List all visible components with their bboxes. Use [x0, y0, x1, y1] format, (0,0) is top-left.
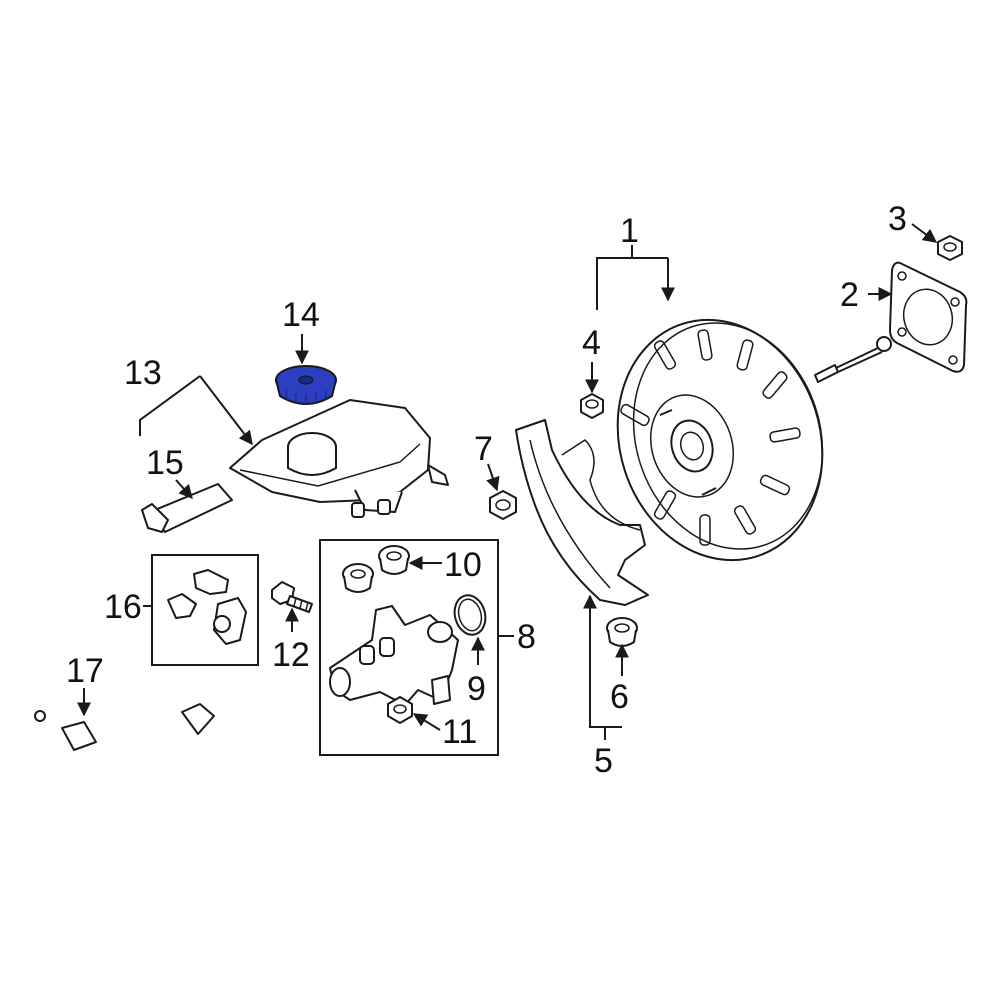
heat-shield[interactable] — [515, 419, 649, 606]
callout-12: 12 — [272, 636, 310, 674]
callout-16: 16 — [104, 588, 142, 626]
o-ring-9[interactable] — [450, 592, 489, 638]
callout-9: 9 — [467, 670, 486, 708]
callout-4: 4 — [582, 324, 601, 362]
callout-1: 1 — [620, 212, 639, 250]
reservoir-seal-10a[interactable] — [342, 563, 374, 593]
nut-3[interactable] — [937, 235, 963, 261]
grommet-6[interactable] — [606, 617, 638, 647]
callout-2: 2 — [840, 276, 859, 314]
bolt-12[interactable] — [271, 581, 313, 613]
nut-7[interactable] — [489, 490, 517, 520]
brake-booster[interactable] — [587, 293, 892, 587]
callout-17: 17 — [66, 652, 104, 690]
reservoir-seal-10b[interactable] — [378, 545, 410, 575]
reservoir-cap-highlighted[interactable] — [275, 365, 337, 405]
callout-14: 14 — [282, 296, 320, 334]
booster-gasket[interactable] — [889, 261, 968, 373]
master-cylinder-box — [319, 539, 499, 756]
callout-7: 7 — [474, 430, 493, 468]
callout-5: 5 — [594, 742, 613, 780]
nut-4[interactable] — [580, 393, 604, 419]
fluid-reservoir[interactable] — [229, 399, 449, 518]
callout-8: 8 — [517, 618, 536, 656]
connector-kit-16[interactable] — [167, 569, 247, 645]
master-cylinder[interactable] — [329, 605, 459, 706]
callout-10: 10 — [444, 546, 482, 584]
leader-lines — [77, 223, 938, 740]
kit-16-box — [151, 554, 259, 666]
level-sensor[interactable] — [141, 483, 233, 533]
callout-6: 6 — [610, 678, 629, 716]
callout-11: 11 — [442, 713, 477, 751]
callout-3: 3 — [888, 200, 907, 238]
vacuum-hose[interactable] — [34, 703, 215, 793]
callout-13: 13 — [124, 354, 162, 392]
nut-11[interactable] — [387, 696, 413, 724]
callout-15: 15 — [146, 444, 184, 482]
